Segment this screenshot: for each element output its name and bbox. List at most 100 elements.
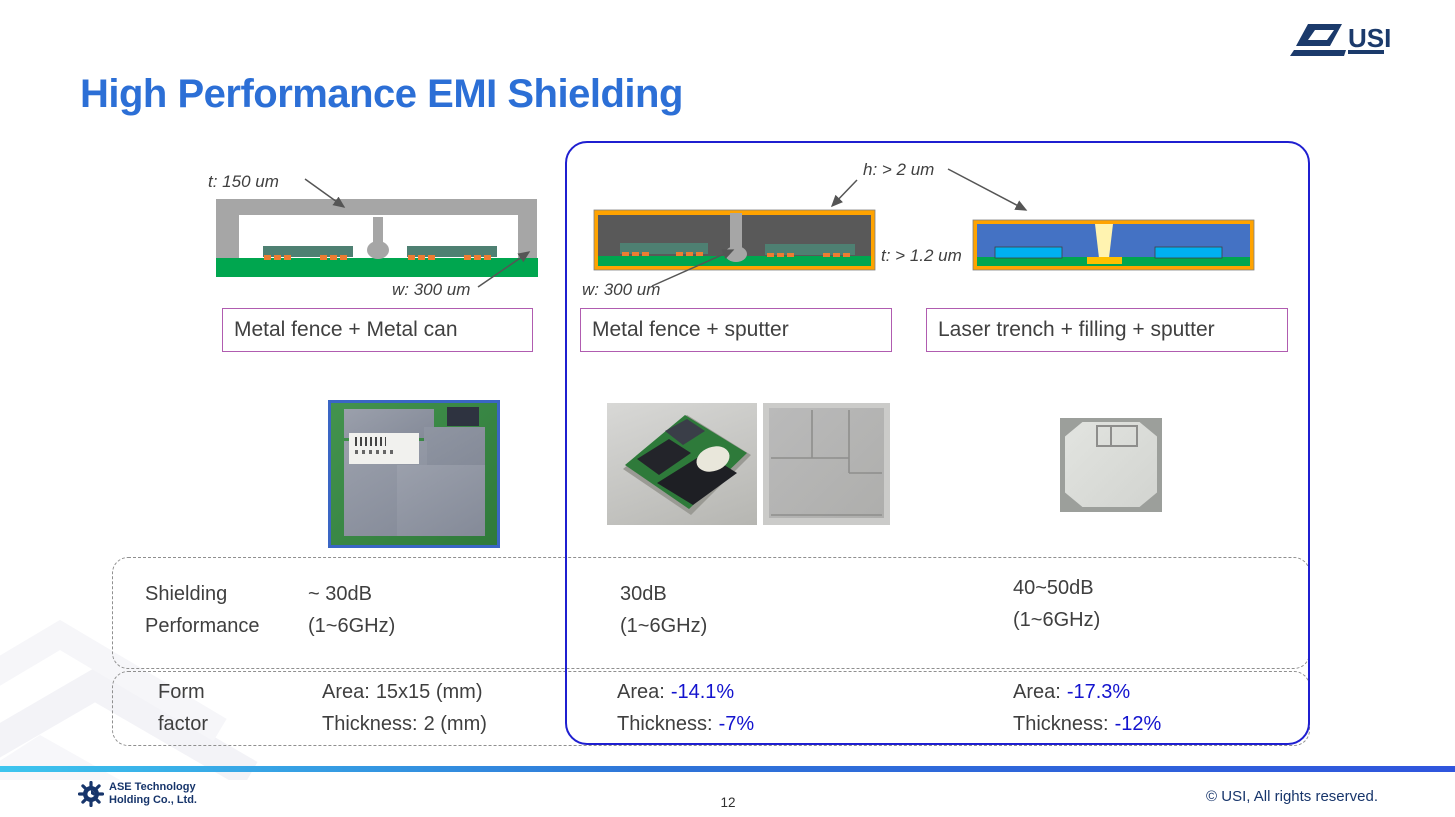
ase-company-name: ASE Technology Holding Co., Ltd.	[109, 781, 197, 807]
photo-plate	[769, 408, 884, 518]
annotation-sputter-fence-width: w: 300 um	[582, 280, 660, 299]
form-area-line: Area:-17.3%	[1013, 676, 1161, 708]
thickness-label: Thickness:	[322, 713, 418, 735]
shielding-db: ~ 30dB	[308, 583, 372, 605]
shielding-value-laser: 40~50dB (1~6GHz)	[1013, 572, 1100, 636]
ase-company-line: Holding Co., Ltd.	[109, 794, 197, 807]
form-factor-sputter: Area:-14.1% Thickness:-7%	[617, 676, 754, 740]
photo-trench-lines	[771, 410, 882, 516]
area-label: Area:	[1013, 681, 1061, 703]
form-factor-laser: Area:-17.3% Thickness:-12%	[1013, 676, 1161, 740]
pcb-substrate	[216, 258, 538, 277]
approach-box-laser-trench: Laser trench + filling + sputter	[926, 308, 1288, 352]
component-die	[407, 246, 497, 257]
diagram-metal-can: t: 150 um w: 300 um	[208, 172, 538, 299]
trench-compartment	[1096, 425, 1138, 447]
component-die-cyan	[1154, 246, 1223, 259]
thickness-value: -12%	[1114, 713, 1162, 735]
area-value: 15x15 (mm)	[375, 681, 483, 703]
form-thickness-line: Thickness:-7%	[617, 708, 754, 740]
annotation-arrow	[830, 179, 858, 208]
ase-company-line: ASE Technology	[109, 781, 196, 793]
area-value: -14.1%	[670, 681, 735, 703]
approach-label: Metal fence + Metal can	[234, 318, 458, 341]
form-thickness-line: Thickness:2 (mm)	[322, 708, 487, 740]
row-label-line: Performance	[145, 615, 260, 637]
footer-gradient-bar	[0, 766, 1455, 772]
page-number: 12	[720, 795, 736, 810]
row-label-line: factor	[158, 713, 209, 735]
area-label: Area:	[322, 681, 370, 703]
row-label-line: Form	[158, 681, 205, 703]
thickness-value: 2 (mm)	[423, 713, 487, 735]
usi-logo-underline	[1348, 50, 1384, 54]
photo-board	[625, 415, 747, 509]
annotation-can-fence-width: w: 300 um	[392, 280, 470, 299]
form-area-line: Area:-14.1%	[617, 676, 754, 708]
diagram-metal-fence-sputter: h: > 2 um w: 300 um t: > 1.2 um	[582, 160, 1028, 299]
component-die	[765, 244, 855, 255]
shielding-value-metal-can: ~ 30dB (1~6GHz)	[308, 578, 395, 642]
thickness-label: Thickness:	[1013, 713, 1109, 735]
trench-line	[771, 410, 882, 516]
usi-logo-text: USI	[1348, 23, 1391, 53]
annotation-arrow	[304, 178, 346, 208]
area-label: Area:	[617, 681, 665, 703]
approach-box-metal-can: Metal fence + Metal can	[222, 308, 533, 352]
photo-sputter-module-graphic	[623, 415, 751, 515]
form-thickness-line: Thickness:-12%	[1013, 708, 1161, 740]
solder-bumps	[264, 255, 491, 260]
usi-logo: USI	[1290, 16, 1394, 69]
form-factor-metal-can: Area:15x15 (mm) Thickness:2 (mm)	[322, 676, 487, 740]
approach-box-sputter: Metal fence + sputter	[580, 308, 892, 352]
photo-laser-module	[1060, 418, 1162, 512]
annotation-arrow	[651, 249, 735, 287]
photo-barcode	[354, 437, 387, 447]
solder-bumps	[622, 252, 850, 257]
thickness-value: -7%	[718, 713, 755, 735]
shielding-db: 30dB	[620, 583, 667, 605]
shielding-db: 40~50dB	[1013, 577, 1094, 599]
ase-logo: ASE Technology Holding Co., Ltd.	[78, 781, 197, 808]
annotation-arrow	[947, 168, 1028, 211]
approach-label: Laser trench + filling + sputter	[938, 318, 1215, 341]
fence-base-blob	[367, 241, 389, 259]
ground-pad	[1087, 257, 1122, 264]
shielding-freq: (1~6GHz)	[308, 615, 396, 637]
usi-logo-graphic: USI	[1290, 23, 1391, 56]
area-value: -17.3%	[1066, 681, 1131, 703]
annotation-sputter-top-coat: h: > 2 um	[863, 160, 934, 179]
metal-fence-pillar	[373, 217, 383, 249]
photo-shield	[397, 465, 486, 537]
photo-chip	[637, 439, 691, 475]
photo-label-text	[354, 449, 394, 454]
photo-trench-surface	[763, 403, 890, 525]
component-die	[263, 246, 353, 257]
photo-laser-trench-lines	[1096, 425, 1138, 447]
form-area-line: Area:15x15 (mm)	[322, 676, 487, 708]
highlight-frame	[565, 141, 1310, 745]
photo-pcb-surface	[331, 403, 497, 545]
component-die	[620, 243, 708, 254]
annotation-arrow	[477, 251, 531, 288]
photo-blob	[696, 446, 730, 472]
shielding-freq: (1~6GHz)	[620, 615, 708, 637]
photo-label-sticker	[349, 432, 419, 465]
ase-gear-icon	[78, 781, 104, 808]
usi-logo-parallelogram	[1296, 24, 1342, 46]
shielding-freq: (1~6GHz)	[1013, 609, 1101, 631]
page-title: High Performance EMI Shielding	[80, 72, 683, 116]
photo-sputter-module	[607, 403, 757, 525]
shielding-value-sputter: 30dB (1~6GHz)	[620, 578, 707, 642]
photo-chip	[665, 419, 705, 445]
annotation-can-thickness: t: 150 um	[208, 172, 279, 191]
laser-trench-fill	[1095, 224, 1113, 258]
photo-metal-can-board	[328, 400, 500, 548]
copyright-text: © USI, All rights reserved.	[1206, 788, 1378, 805]
component-die-cyan	[994, 246, 1063, 259]
photo-connector	[447, 407, 479, 426]
row-label-line: Shielding	[145, 583, 228, 605]
thickness-label: Thickness:	[617, 713, 713, 735]
